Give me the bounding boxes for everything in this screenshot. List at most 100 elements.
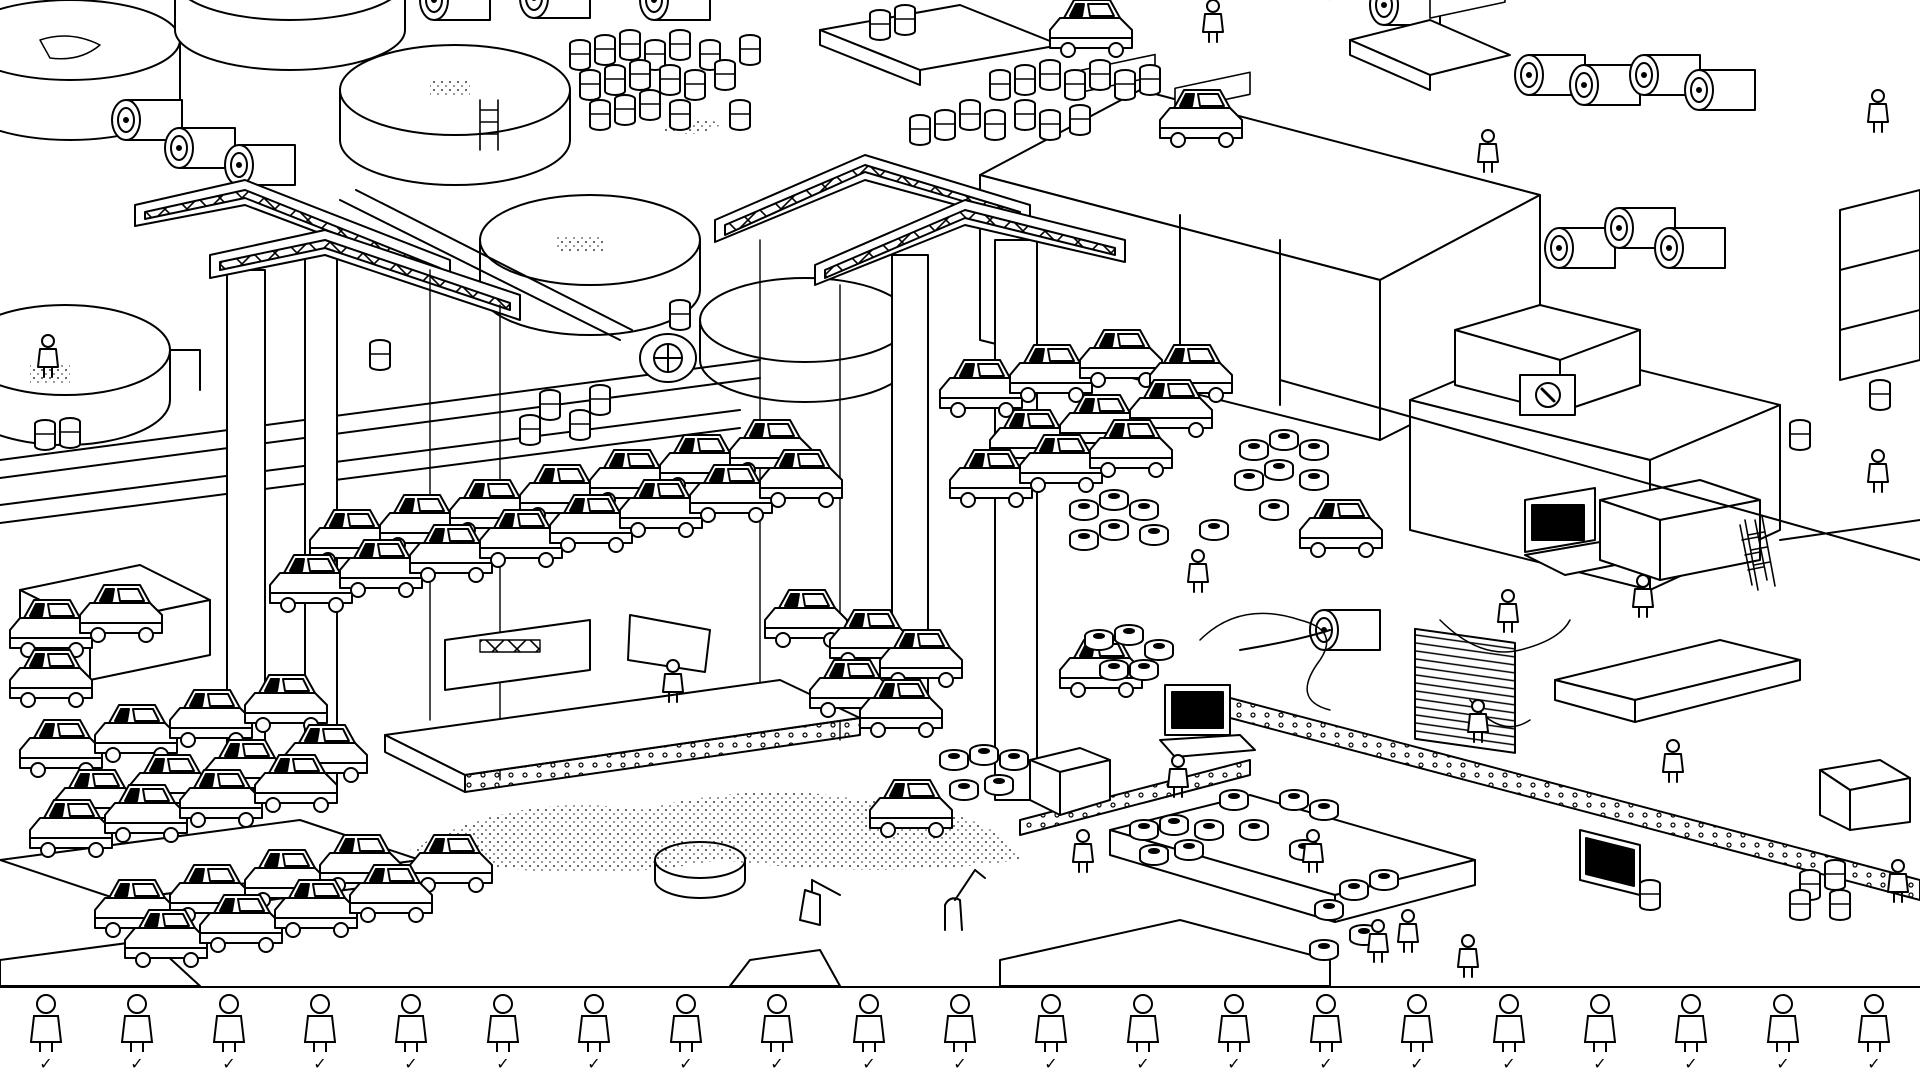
barrel (934, 109, 956, 141)
tire-stack (1269, 429, 1299, 451)
target-slot[interactable]: ✓ (1753, 988, 1813, 1080)
found-check-icon: ✓ (1410, 1054, 1424, 1073)
barrel (594, 34, 616, 66)
target-slot[interactable]: ✓ (1661, 988, 1721, 1080)
target-slot[interactable]: ✓ (1844, 988, 1904, 1080)
barrel (739, 34, 761, 66)
hidden-person[interactable] (1477, 129, 1499, 173)
target-slot[interactable]: ✓ (1296, 988, 1356, 1080)
parked-car (1299, 499, 1383, 558)
target-slot[interactable]: ✓ (199, 988, 259, 1080)
target-slot[interactable]: ✓ (107, 988, 167, 1080)
target-slot[interactable]: ✓ (656, 988, 716, 1080)
target-slot[interactable]: ✓ (747, 988, 807, 1080)
tire-stack (1159, 814, 1189, 836)
computer-terminal[interactable] (1579, 829, 1641, 896)
notice-board[interactable] (444, 614, 711, 691)
hidden-person[interactable] (1457, 934, 1479, 978)
tire-stack (1129, 659, 1159, 681)
found-check-icon: ✓ (1684, 1054, 1698, 1073)
hidden-person[interactable] (1867, 449, 1889, 493)
tire-stack (1264, 459, 1294, 481)
found-check-icon: ✓ (39, 1054, 53, 1073)
found-targets-bar: ✓ ✓ ✓ ✓ ✓ ✓ ✓ ✓ ✓ ✓ ✓ ✓ ✓ ✓ ✓ ✓ ✓ ✓ ✓ ✓ ✓ (0, 986, 1920, 1080)
barrel (1069, 104, 1091, 136)
hidden-person[interactable] (1497, 589, 1519, 633)
barrel (1639, 879, 1661, 911)
tire-stack (1259, 499, 1289, 521)
round-tank (699, 277, 911, 403)
target-slot[interactable]: ✓ (1387, 988, 1447, 1080)
person-waving-icon (853, 994, 885, 1053)
barrel (569, 409, 591, 441)
barrel (1014, 99, 1036, 131)
hidden-person[interactable] (1662, 739, 1684, 783)
person-kneeling-icon (1218, 994, 1250, 1053)
parked-car (94, 704, 178, 763)
barrel (1139, 64, 1161, 96)
hidden-folks-scene[interactable] (0, 0, 1920, 986)
tire-stack (1129, 819, 1159, 841)
barrel (989, 69, 1011, 101)
hidden-person[interactable] (1187, 549, 1209, 593)
crouching-person-icon (395, 994, 427, 1053)
tire-stack (1314, 899, 1344, 921)
person-dark-hair-icon (761, 994, 793, 1053)
target-slot[interactable]: ✓ (16, 988, 76, 1080)
computer-terminal[interactable] (1159, 684, 1256, 758)
found-check-icon: ✓ (679, 1054, 693, 1073)
person-striped-shirt-icon (1858, 994, 1890, 1053)
crate (1599, 479, 1768, 586)
hidden-person[interactable] (1072, 829, 1094, 873)
tire-stack (1114, 624, 1144, 646)
barrel (569, 39, 591, 71)
target-slot[interactable]: ✓ (564, 988, 624, 1080)
barrel (604, 64, 626, 96)
sitting-person-icon (670, 994, 702, 1053)
target-slot[interactable]: ✓ (1021, 988, 1081, 1080)
target-slot[interactable]: ✓ (290, 988, 350, 1080)
barrel (519, 414, 541, 446)
tire-stack (1069, 499, 1099, 521)
barrel (659, 64, 681, 96)
tire-stack (1139, 524, 1169, 546)
round-tank (0, 0, 181, 141)
tire-stack (1099, 659, 1129, 681)
found-check-icon: ✓ (1867, 1054, 1881, 1073)
robot-arm[interactable] (799, 869, 986, 931)
target-slot[interactable]: ✓ (473, 988, 533, 1080)
barrel (714, 59, 736, 91)
tire-stack (1299, 469, 1329, 491)
valve-wheel-icon[interactable] (639, 333, 697, 383)
ladder[interactable] (1744, 515, 1776, 591)
small-object-icon (487, 994, 519, 1053)
target-slot[interactable]: ✓ (1113, 988, 1173, 1080)
hidden-person[interactable] (1397, 909, 1419, 953)
barrel (869, 9, 891, 41)
barrel (539, 389, 561, 421)
tire-stack (1239, 819, 1269, 841)
tangled-object-icon (1127, 994, 1159, 1053)
target-slot[interactable]: ✓ (930, 988, 990, 1080)
barrel (619, 29, 641, 61)
target-slot[interactable]: ✓ (839, 988, 899, 1080)
found-check-icon: ✓ (1227, 1054, 1241, 1073)
target-slot[interactable]: ✓ (381, 988, 441, 1080)
tire-stack (1369, 869, 1399, 891)
target-slot[interactable]: ✓ (1570, 988, 1630, 1080)
control-panel-unit[interactable] (1524, 487, 1641, 576)
barrel (1869, 379, 1891, 411)
barrel (669, 99, 691, 131)
target-slot[interactable]: ✓ (1204, 988, 1264, 1080)
worker-arms-out-icon (304, 994, 336, 1053)
hidden-person[interactable] (1867, 89, 1889, 133)
hidden-person[interactable] (1202, 0, 1224, 43)
barrel (34, 419, 56, 451)
target-slot[interactable]: ✓ (1479, 988, 1539, 1080)
barrel (589, 99, 611, 131)
tire-stack (1279, 789, 1309, 811)
worker-cap-icon (121, 994, 153, 1053)
tiny-key-icon (1584, 994, 1616, 1053)
found-check-icon: ✓ (404, 1054, 418, 1073)
conveyor-platform (384, 679, 861, 793)
